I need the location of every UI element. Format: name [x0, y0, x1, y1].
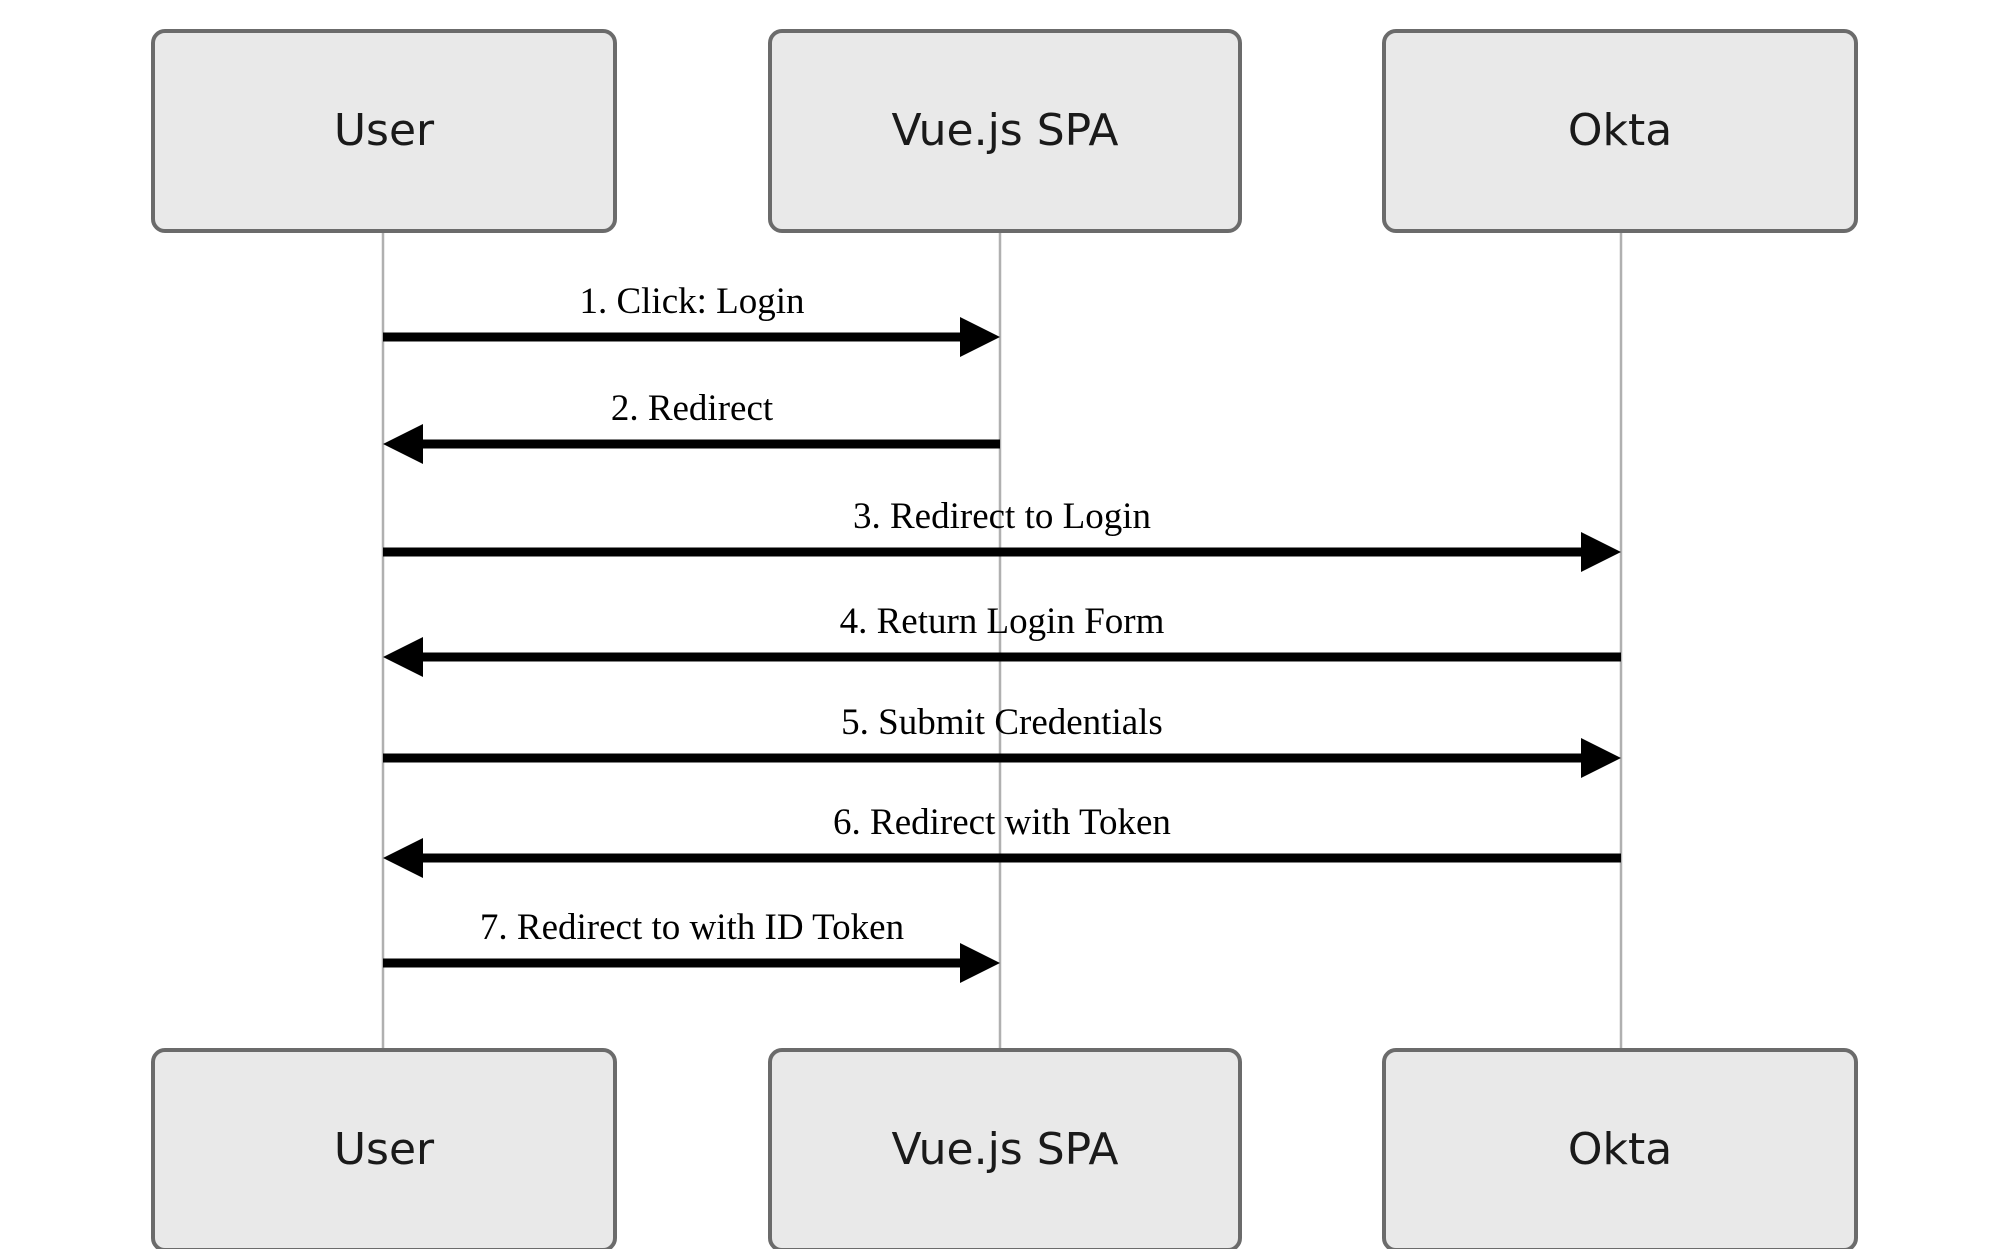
messages-group: 1. Click: Login 2. Redirect 3. Redirect …	[383, 281, 1621, 983]
message-label-5: 5. Submit Credentials	[841, 702, 1163, 743]
message-arrowhead-5	[1581, 738, 1621, 778]
message-6[interactable]: 6. Redirect with Token	[383, 802, 1621, 878]
participant-label-user-bottom: User	[334, 1124, 435, 1175]
message-label-7: 7. Redirect to with ID Token	[480, 907, 904, 948]
message-label-1: 1. Click: Login	[579, 281, 804, 322]
lifelines-group	[381, 231, 1623, 1050]
participant-rect-spa-top	[768, 29, 1242, 233]
message-7[interactable]: 7. Redirect to with ID Token	[383, 907, 1000, 983]
message-label-3: 3. Redirect to Login	[853, 496, 1151, 537]
participant-label-user-top: User	[334, 105, 435, 156]
participant-label-spa-bottom: Vue.js SPA	[892, 1124, 1119, 1175]
message-arrowhead-3	[1581, 532, 1621, 572]
participant-rect-spa-bottom	[768, 1048, 1242, 1249]
participant-rect-user-bottom	[151, 1048, 617, 1249]
participant-box-spa-bottom[interactable]: Vue.js SPA	[768, 1048, 1242, 1249]
message-arrowhead-4	[383, 637, 423, 677]
message-arrowhead-6	[383, 838, 423, 878]
message-label-6: 6. Redirect with Token	[833, 802, 1171, 843]
message-3[interactable]: 3. Redirect to Login	[383, 496, 1621, 572]
message-arrowhead-2	[383, 424, 423, 464]
participant-label-spa-top: Vue.js SPA	[892, 105, 1119, 156]
participant-rect-user-top	[151, 29, 617, 233]
participant-rect-okta-top	[1382, 29, 1858, 233]
message-arrowhead-1	[960, 317, 1000, 357]
message-1[interactable]: 1. Click: Login	[383, 281, 1000, 357]
message-2[interactable]: 2. Redirect	[383, 388, 1000, 464]
message-5[interactable]: 5. Submit Credentials	[383, 702, 1621, 778]
message-label-2: 2. Redirect	[611, 388, 774, 429]
message-arrowhead-7	[960, 943, 1000, 983]
participant-header-group: User Vue.js SPA Okta	[151, 29, 1858, 233]
participant-rect-okta-bottom	[1382, 1048, 1858, 1249]
participant-box-okta-top[interactable]: Okta	[1382, 29, 1858, 233]
participant-box-okta-bottom[interactable]: Okta	[1382, 1048, 1858, 1249]
participant-label-okta-bottom: Okta	[1568, 1124, 1672, 1175]
participant-box-user-top[interactable]: User	[151, 29, 617, 233]
message-label-4: 4. Return Login Form	[840, 601, 1165, 642]
participant-box-user-bottom[interactable]: User	[151, 1048, 617, 1249]
message-4[interactable]: 4. Return Login Form	[383, 601, 1621, 677]
participant-footer-group: User Vue.js SPA Okta	[151, 1048, 1858, 1249]
participant-label-okta-top: Okta	[1568, 105, 1672, 156]
participant-box-spa-top[interactable]: Vue.js SPA	[768, 29, 1242, 233]
